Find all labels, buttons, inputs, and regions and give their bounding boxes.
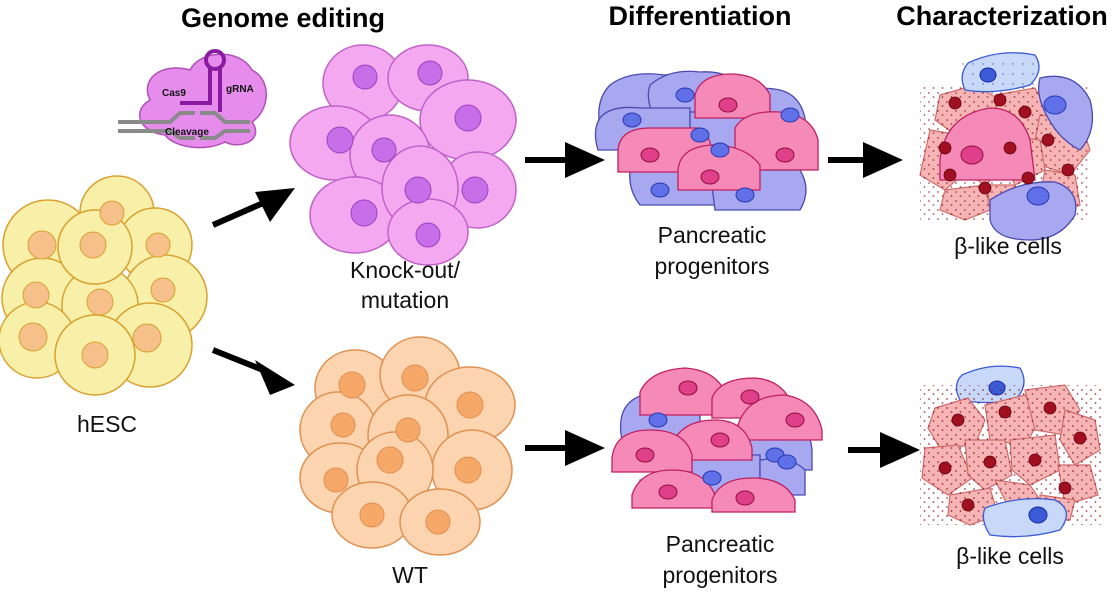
progenitors-bottom-label-line1: Pancreatic xyxy=(666,531,775,557)
beta-cells-top-cluster xyxy=(919,52,1094,241)
beta-cells-bottom-cluster xyxy=(920,365,1102,538)
cas9-grna-complex: Cas9 gRNA Cleavage xyxy=(118,49,267,149)
knockout-label-line2: mutation xyxy=(361,287,449,313)
hesc-cell-cluster xyxy=(0,175,208,396)
arrow-hesc-to-knockout xyxy=(211,188,295,228)
arrow-hesc-to-wt xyxy=(211,347,295,395)
progenitors-bottom-label-line2: progenitors xyxy=(662,562,777,588)
header-genome-editing: Genome editing xyxy=(181,3,385,33)
hesc-label: hESC xyxy=(77,411,137,437)
arrow-progenitors-to-beta-bottom xyxy=(848,432,920,468)
beta-top-label: β-like cells xyxy=(954,233,1062,259)
progenitors-top-cluster xyxy=(594,70,819,211)
cleavage-label: Cleavage xyxy=(165,127,209,138)
wt-label: WT xyxy=(392,562,428,588)
arrow-progenitors-to-beta-top xyxy=(828,142,903,178)
progenitors-bottom-cluster xyxy=(611,367,823,513)
grna-label: gRNA xyxy=(226,84,254,95)
arrow-wt-to-progenitors xyxy=(525,430,605,466)
header-characterization: Characterization xyxy=(896,1,1108,31)
progenitors-top-label-line1: Pancreatic xyxy=(658,222,767,248)
knockout-label-line1: Knock-out/ xyxy=(350,257,461,283)
wt-cell-cluster xyxy=(299,336,516,556)
knockout-cell-cluster xyxy=(289,44,517,266)
header-differentiation: Differentiation xyxy=(608,1,791,31)
arrow-knockout-to-progenitors xyxy=(525,142,605,178)
beta-bottom-label: β-like cells xyxy=(956,543,1064,569)
progenitors-top-label-line2: progenitors xyxy=(654,253,769,279)
cas9-label: Cas9 xyxy=(162,88,186,99)
